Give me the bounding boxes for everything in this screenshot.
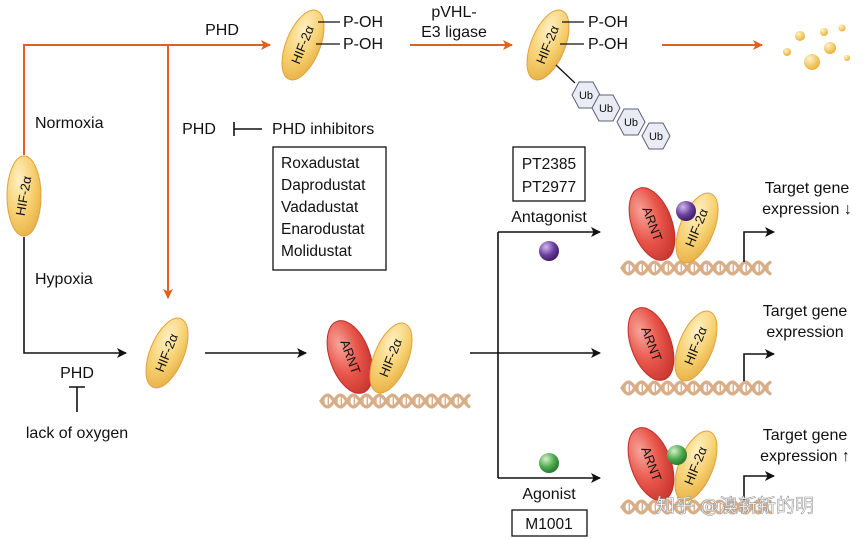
- antagonist-item: PT2977: [522, 179, 576, 196]
- svg-text:Ub: Ub: [599, 103, 613, 115]
- antagonist-drug-list: PT2385 PT2977: [512, 146, 586, 202]
- gene-arrow-baseline: [743, 349, 775, 381]
- hif2a-stabilized: HIF-2α: [145, 317, 189, 389]
- dna-backbone: [620, 499, 772, 515]
- normoxia-pathway: [23, 40, 763, 299]
- phd-inhibitor-list: Roxadustat Daprodustat Vadadustat Enarod…: [272, 146, 387, 271]
- normoxia-arrow-to-phosphorylation: [23, 40, 271, 155]
- vhl-label-line1: pVHL-: [431, 4, 476, 21]
- phd-inhibited-label: PHD: [182, 121, 216, 138]
- dna-backbone: [319, 393, 471, 409]
- agonist-label: Agonist: [522, 486, 576, 503]
- phd-inhibitor-item: Roxadustat: [281, 155, 360, 172]
- dna-center: [319, 393, 471, 409]
- hypoxia-arrow: [23, 237, 127, 358]
- hydroxyl-group-2: P-OH: [343, 36, 383, 53]
- hif2a-hydroxylated: HIF-2α P-OH P-OH: [281, 9, 383, 81]
- arnt-hif2a-dimer-baseline: ARNT HIF-2α: [627, 307, 718, 382]
- arnt-hif2a-dimer-antagonist: ARNT HIF-2α: [628, 187, 719, 264]
- normoxia-label: Normoxia: [35, 115, 104, 132]
- hif2a-initial-label: HIF-2α: [13, 174, 35, 216]
- hypoxia-label: Hypoxia: [35, 271, 93, 288]
- phd-inhibitor-box: [272, 146, 387, 271]
- phd-inhibitor-item: Vadadustat: [281, 199, 359, 216]
- phd-inhibition-symbol: [233, 122, 262, 136]
- hydroxyl-group-4: P-OH: [588, 36, 628, 53]
- phd-inhibitors-label: PHD inhibitors: [272, 121, 374, 138]
- svg-text:Ub: Ub: [649, 131, 663, 143]
- outcome-up-line2: expression ↑: [760, 448, 850, 465]
- dna-baseline: [620, 380, 772, 396]
- antagonist-bound-molecule: [676, 201, 696, 221]
- degraded-fragments: [783, 24, 850, 70]
- phd-inhibitor-item: Daprodustat: [281, 177, 366, 194]
- ubiquitin-unit: Ub: [641, 122, 671, 150]
- lack-of-oxygen-label: lack of oxygen: [26, 425, 128, 442]
- gene-arrow-agonist: [743, 471, 775, 500]
- phd-inhibitor-item: Enarodustat: [281, 221, 365, 238]
- lack-of-oxygen-inhibition: [69, 386, 85, 412]
- hypoxia-pathway: [23, 227, 601, 483]
- hydroxyl-group-3: P-OH: [588, 14, 628, 31]
- antagonist-molecule: [539, 241, 559, 261]
- hif2a-ubiquitinated: HIF-2α P-OH P-OH: [526, 9, 628, 84]
- dna-backbone: [620, 260, 772, 276]
- branch-trunk: [470, 232, 499, 478]
- arnt-hif2a-dimer-agonist: ARNT HIF-2α: [627, 427, 718, 502]
- ubiquitin-unit: Ub: [591, 94, 621, 122]
- agonist-item: M1001: [525, 516, 572, 533]
- agonist-box: [511, 509, 588, 537]
- antagonist-label: Antagonist: [511, 209, 587, 226]
- dna-backbone: [620, 380, 772, 396]
- svg-text:Ub: Ub: [624, 117, 638, 129]
- dna-antagonist: [620, 260, 772, 276]
- hif2a-initial: HIF-2α: [6, 155, 42, 237]
- outcome-down-line1: Target gene: [765, 180, 850, 197]
- hydroxyl-group-1: P-OH: [343, 14, 383, 31]
- dna-agonist: [620, 499, 772, 515]
- dna-backbone: [620, 499, 772, 515]
- antagonist-box: [512, 146, 586, 202]
- agonist-bound-molecule: [667, 445, 687, 465]
- phd-hypoxia-label: PHD: [60, 365, 94, 382]
- phd-inhibitor-item: Molidustat: [281, 243, 352, 260]
- ubiquitin-unit: Ub: [571, 81, 601, 109]
- ubiquitin-unit: Ub: [616, 108, 646, 136]
- arnt-hif2a-dimer-center: ARNT HIF-2α: [326, 320, 413, 394]
- svg-text:Ub: Ub: [579, 90, 593, 102]
- outcome-down-line2: expression ↓: [762, 201, 852, 218]
- outcome-up-line1: Target gene: [763, 427, 848, 444]
- dna-backbone: [620, 260, 772, 276]
- vhl-label-line2: E3 ligase: [421, 24, 487, 41]
- antagonist-item: PT2385: [522, 156, 576, 173]
- dna-backbone: [620, 380, 772, 396]
- ubiquitin-chain: Ub Ub Ub Ub: [571, 81, 671, 150]
- outcome-base-line1: Target gene: [763, 303, 848, 320]
- gene-arrow-antagonist: [743, 227, 775, 262]
- outcome-base-line2: expression: [766, 324, 843, 341]
- watermark: 知乎 @溴新新的明: [656, 495, 814, 517]
- agonist-molecule: [539, 453, 559, 473]
- agonist-drug-list: M1001: [511, 509, 588, 537]
- phd-normoxia-label: PHD: [205, 22, 239, 39]
- dna-backbone: [319, 393, 471, 409]
